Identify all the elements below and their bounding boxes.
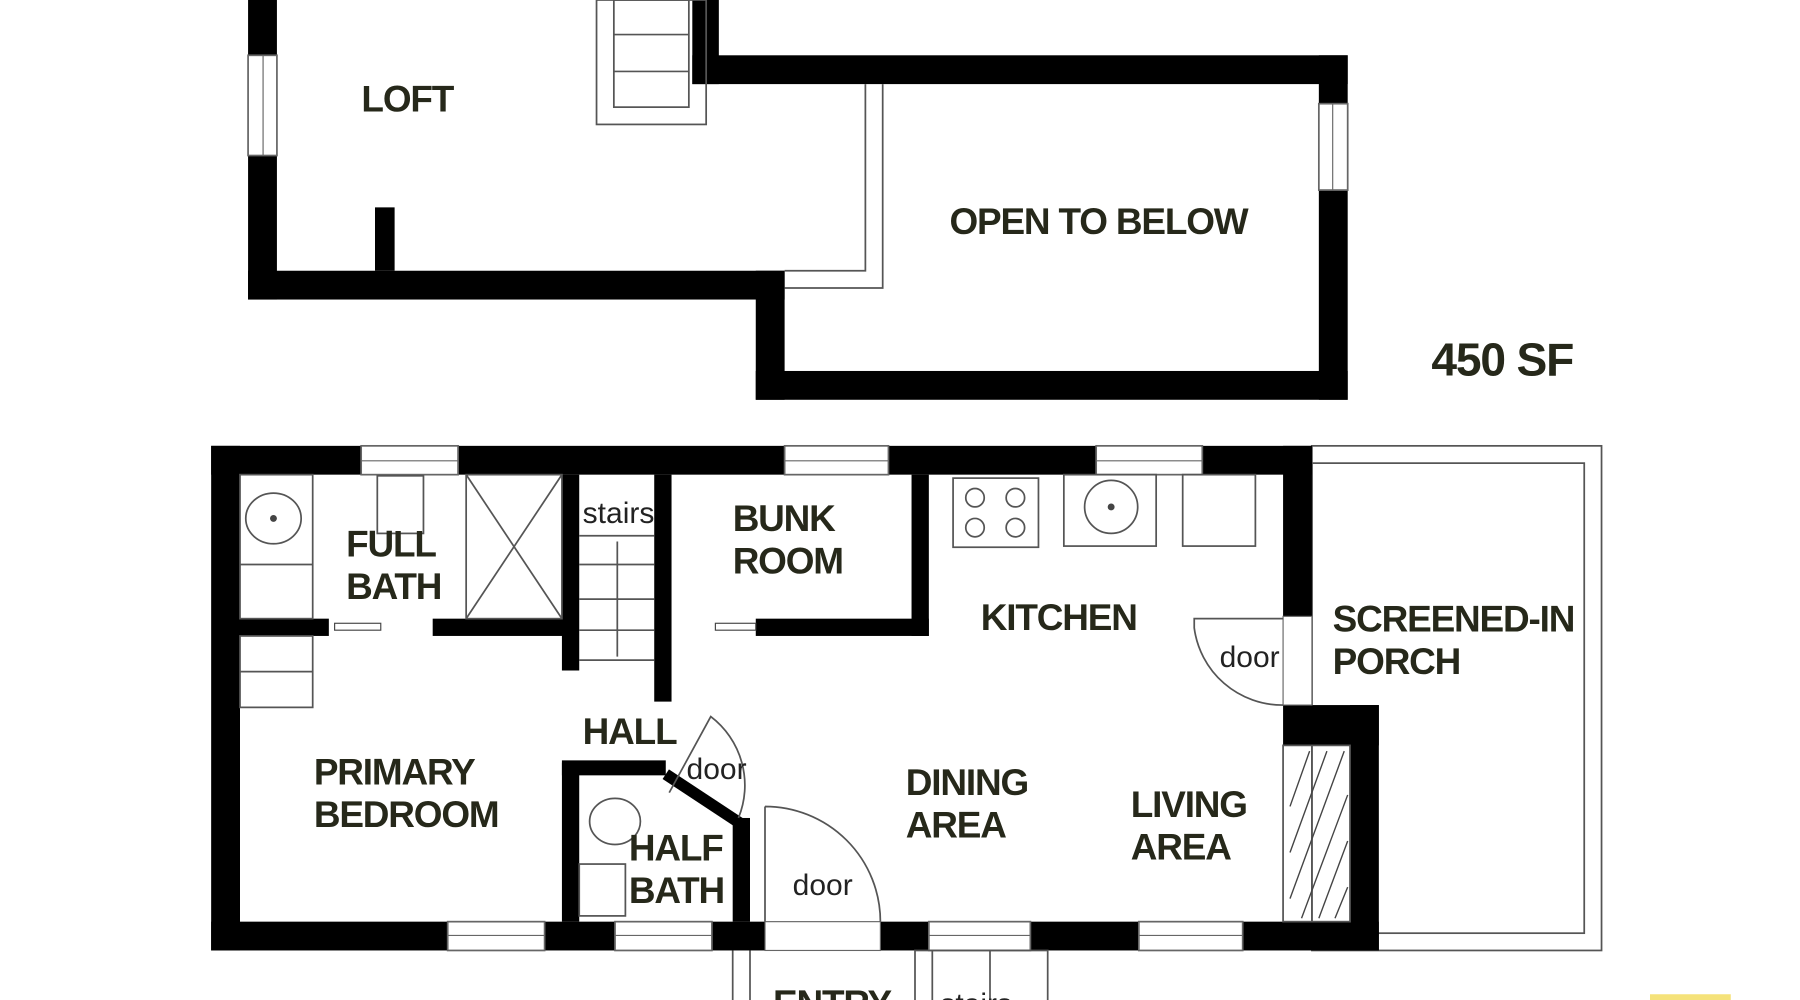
- door-label-kitchen: door: [1220, 641, 1280, 674]
- interior-stairs: [579, 534, 655, 662]
- area-label: 450 SF: [1431, 334, 1573, 386]
- room-label-loft: LOFT: [361, 79, 454, 120]
- accent-mark: [1650, 994, 1731, 1000]
- room-label-kitchen: KITCHEN: [981, 597, 1137, 638]
- entry-stairs-label: stairs: [940, 988, 1012, 1000]
- room-label-hall: HALL: [583, 711, 677, 752]
- room-label-dining-area: AREA: [906, 805, 1006, 846]
- kitchen-appliances: [952, 473, 1257, 549]
- entry-steps: [731, 949, 1049, 1000]
- room-label-primary-bedroom: PRIMARY: [314, 752, 475, 793]
- room-label-primary-bedroom: BEDROOM: [314, 794, 499, 835]
- room-label-living-area: LIVING: [1131, 784, 1247, 825]
- loft-stairs: [595, 0, 708, 126]
- room-label-half-bath: BATH: [629, 870, 724, 911]
- room-label-half-bath: HALF: [629, 828, 723, 869]
- room-label-living-area: AREA: [1131, 826, 1231, 867]
- room-label-porch: PORCH: [1333, 641, 1461, 682]
- lower-floor: FULL BATH BUNK ROOM KITCHEN SCREENED-IN …: [211, 444, 1731, 1000]
- bath-fixtures: [239, 473, 757, 917]
- room-label-bunk-room: ROOM: [733, 541, 843, 582]
- room-label-entry: ENTRY: [773, 983, 891, 1000]
- room-label-porch: SCREENED-IN: [1333, 598, 1575, 639]
- room-label-bunk-room: BUNK: [733, 498, 837, 539]
- room-label-full-bath: FULL: [346, 523, 436, 564]
- door-label-hall: door: [687, 753, 747, 786]
- room-label-open-to-below: OPEN TO BELOW: [949, 201, 1248, 242]
- room-label-full-bath: BATH: [346, 566, 441, 607]
- door-label-entry: door: [793, 869, 853, 902]
- stairs-label: stairs: [583, 497, 655, 530]
- upper-floor: LOFT OPEN TO BELOW 450 SF: [247, 0, 1574, 400]
- room-label-dining-area: DINING: [906, 762, 1028, 803]
